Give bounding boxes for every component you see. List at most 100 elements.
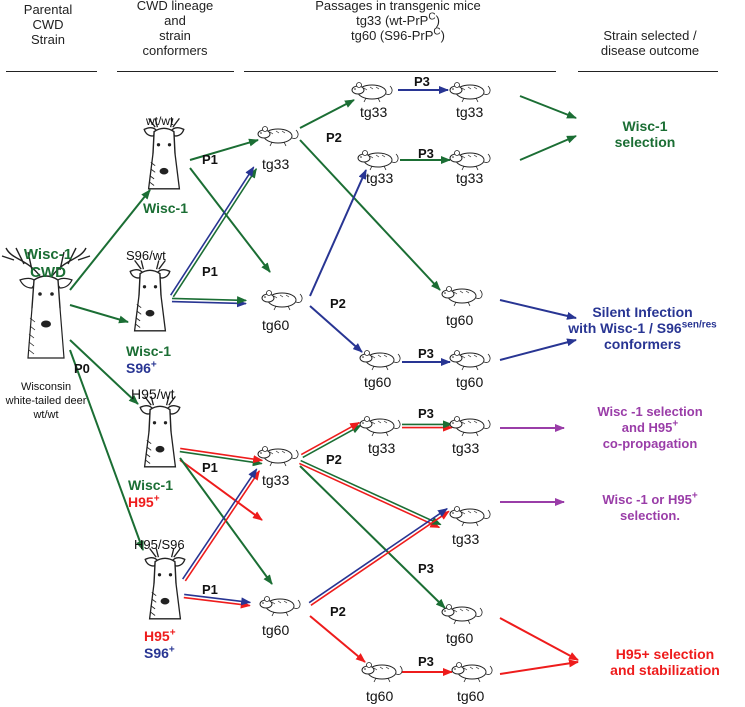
arrow-outcome xyxy=(519,135,577,161)
header-text: Parental xyxy=(23,2,73,17)
outcome-line: Wisc-1 xyxy=(622,118,668,134)
arrow-p2 xyxy=(299,139,441,291)
mouse-label-tg60: tg60 xyxy=(262,622,290,638)
arrow-outcome xyxy=(499,299,577,320)
arrow-p1 xyxy=(183,596,251,609)
arrow-p2 xyxy=(299,99,355,129)
arrow-p1 xyxy=(182,468,258,580)
arrow-p2 xyxy=(300,459,442,526)
mouse-icon xyxy=(359,416,401,437)
lineage-strain: S96+ xyxy=(126,359,157,376)
lineage-strain: S96+ xyxy=(144,644,175,661)
passage-p3-label: P3 xyxy=(418,561,434,576)
arrow-p1 xyxy=(171,299,247,308)
arrow-p1 xyxy=(169,166,255,296)
mouse-icon xyxy=(259,596,301,617)
lineage-strain: H95+ xyxy=(128,493,160,510)
mouse-label-tg33: tg33 xyxy=(360,104,388,120)
header-lineage: CWD lineage and strain conformers xyxy=(112,0,238,58)
mouse-label-tg60: tg60 xyxy=(446,630,474,646)
parental-name: Wisc-1 CWD xyxy=(20,246,76,282)
mouse-label-tg33: tg33 xyxy=(368,440,396,456)
lineage-genotype: wt/wt xyxy=(146,114,174,128)
deer-head-icon xyxy=(129,259,171,332)
mouse-label-tg60: tg60 xyxy=(262,317,290,333)
header-rule xyxy=(578,71,718,72)
arrow-p2 xyxy=(309,615,366,663)
parental-source-line: Wisconsin xyxy=(20,381,72,393)
mouse-icon xyxy=(449,150,491,171)
outcome-silent-infection: Silent Infection with Wisc-1 / S96sen/re… xyxy=(540,304,745,352)
mouse-label-tg33: tg33 xyxy=(456,104,484,120)
mouse-icon xyxy=(449,416,491,437)
passage-p2-label: P2 xyxy=(326,452,342,467)
header-text: CWD xyxy=(32,17,64,32)
passage-p0-label: P0 xyxy=(74,361,90,376)
passage-p1-label: P1 xyxy=(202,152,218,167)
header-rule xyxy=(117,71,234,72)
mouse-icon xyxy=(361,662,403,683)
header-text: Strain selected / xyxy=(603,28,697,43)
parental-source: Wisconsin white-tailed deer wt/wt xyxy=(0,380,92,422)
passage-p2-label: P2 xyxy=(330,604,346,619)
arrows-layer xyxy=(69,86,579,676)
outcome-line: Silent Infection xyxy=(592,304,693,320)
arrow-p0 xyxy=(69,349,144,551)
outcome-wisc1-selection: Wisc-1 selection xyxy=(590,118,700,150)
parental-name-line: Wisc-1 xyxy=(23,246,73,263)
passage-p3-label: P3 xyxy=(418,346,434,361)
header-tg60: tg60 (S96-PrPC) xyxy=(351,26,445,43)
parental-name-line: CWD xyxy=(30,264,66,281)
passage-p2-label: P2 xyxy=(326,130,342,145)
passage-p3-label: P3 xyxy=(418,654,434,669)
arrow-p2 xyxy=(299,465,446,609)
arrow-p0 xyxy=(69,304,129,324)
mouse-icon xyxy=(261,290,303,311)
lineage-strain: Wisc-1 xyxy=(126,343,172,359)
mouse-icon xyxy=(351,82,393,103)
arrow-p1 xyxy=(184,593,252,606)
mouse-label-tg60: tg60 xyxy=(366,688,394,704)
outcome-h95-stabilization: H95+ selection and stabilization xyxy=(590,646,740,678)
outcome-line: co-propagation xyxy=(602,436,698,451)
passage-p3-label: P3 xyxy=(414,74,430,89)
lineage-genotype: H95/S96 xyxy=(134,537,185,552)
arrow-p1 xyxy=(184,470,260,582)
arrow-p1 xyxy=(172,296,248,305)
arrow-outcome xyxy=(499,617,579,661)
header-text: CWD lineage xyxy=(136,0,214,13)
passage-p3-label: P3 xyxy=(418,406,434,421)
outcome-line: Wisc -1 selection xyxy=(597,404,703,419)
deer-head-icon xyxy=(143,117,185,190)
arrow-p2 xyxy=(309,305,363,353)
outcome-line: H95+ selection xyxy=(615,646,715,662)
header-passages: Passages in transgenic mice tg33 (wt-PrP… xyxy=(248,0,548,43)
parental-source-line: wt/wt xyxy=(33,409,59,421)
outcome-line: and H95+ xyxy=(621,418,679,435)
mouse-label-tg33: tg33 xyxy=(456,170,484,186)
lineage-strain: H95+ xyxy=(144,627,176,644)
lineage-strain: Wisc-1 xyxy=(128,477,174,493)
header-text: strain xyxy=(159,28,191,43)
arrow-p2 xyxy=(302,424,362,459)
parental-source-line: white-tailed deer xyxy=(5,395,87,407)
mouse-icon xyxy=(357,150,399,171)
outcome-line: and stabilization xyxy=(610,662,720,678)
outcome-co-propagation: Wisc -1 selection and H95+ co-propagatio… xyxy=(570,404,730,452)
outcome-line: with Wisc-1 / S96sen/res xyxy=(568,319,717,336)
outcome-line: Wisc -1 or H95+ xyxy=(602,490,698,507)
mouse-label-tg33: tg33 xyxy=(366,170,394,186)
arrow-p1 xyxy=(179,450,263,467)
header-text: conformers xyxy=(142,43,208,58)
mouse-icon xyxy=(449,82,491,103)
outcome-line: conformers xyxy=(603,336,682,352)
arrow-p1 xyxy=(189,167,271,273)
mouse-icon xyxy=(449,350,491,371)
arrow-p0 xyxy=(69,339,139,405)
arrow-p2 xyxy=(309,169,367,297)
mouse-icon xyxy=(441,286,483,307)
mouse-label-tg33: tg33 xyxy=(452,531,480,547)
header-text: and xyxy=(164,13,186,28)
outcome-line: selection. xyxy=(620,508,680,523)
